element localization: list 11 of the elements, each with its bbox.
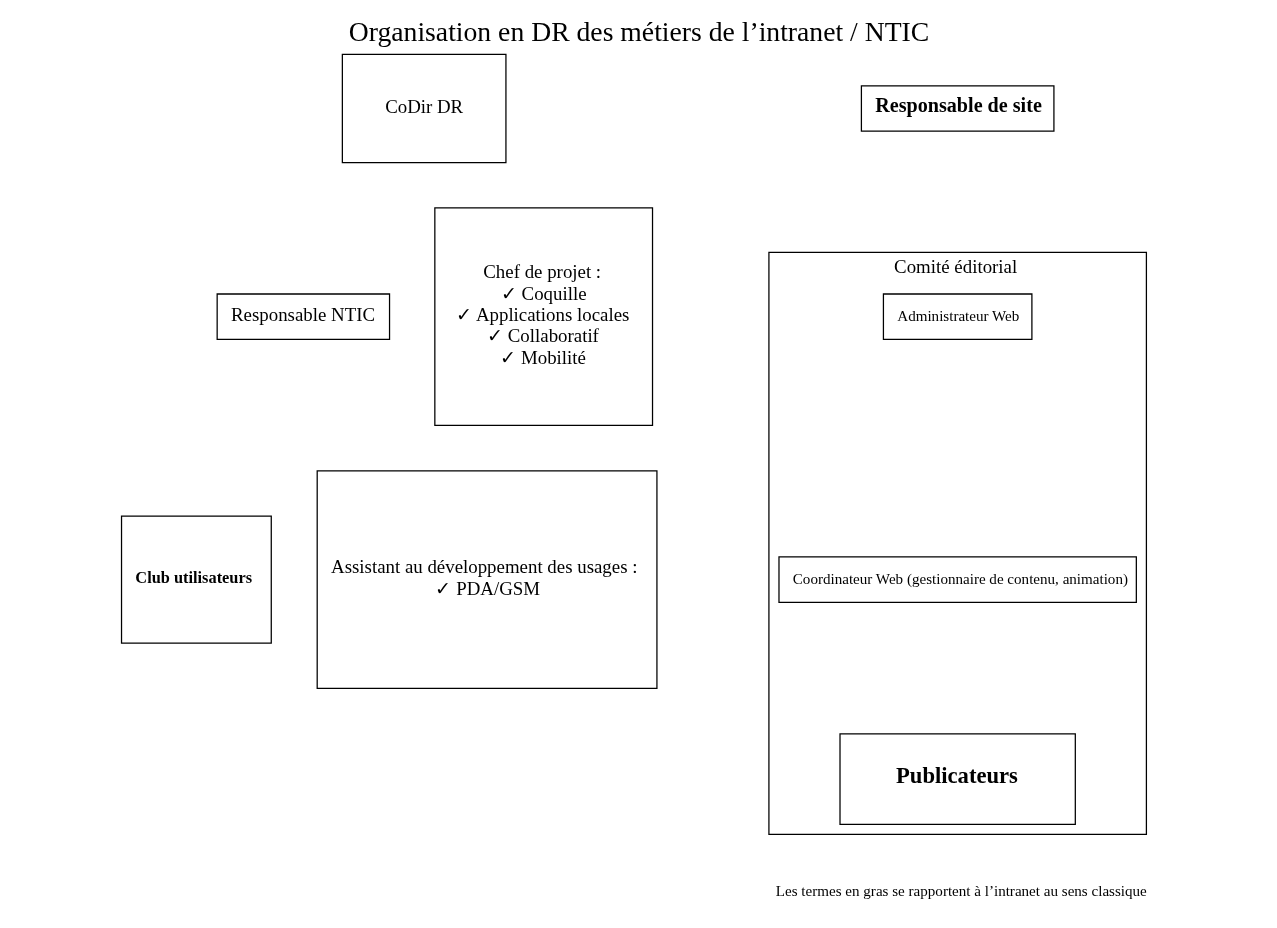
node-box: CoDir DR bbox=[341, 53, 507, 163]
node-box: Assistant au développement des usages : ✓ PDA/GSM bbox=[316, 469, 658, 689]
node-box: Responsable de site bbox=[860, 84, 1055, 132]
label: Les termes en gras se rapportent à l’intranet au sens classique bbox=[775, 882, 1147, 899]
node-box: Administrateur Web bbox=[882, 292, 1033, 340]
node-box: Club utilisateurs bbox=[120, 514, 272, 644]
node-box: Coordinateur Web (gestionnaire de contenu, animation) bbox=[777, 555, 1137, 603]
node-box: Chef de projet : ✓ Coquille ✓ Applications locales ✓ Collaboratif ✓ Mobilité bbox=[433, 206, 653, 426]
diagram-title: Organisation en DR des métiers de l’intranet / NTIC bbox=[348, 15, 929, 47]
node-box: Publicateurs bbox=[838, 732, 1076, 825]
node-box: Responsable NTIC bbox=[216, 292, 390, 340]
